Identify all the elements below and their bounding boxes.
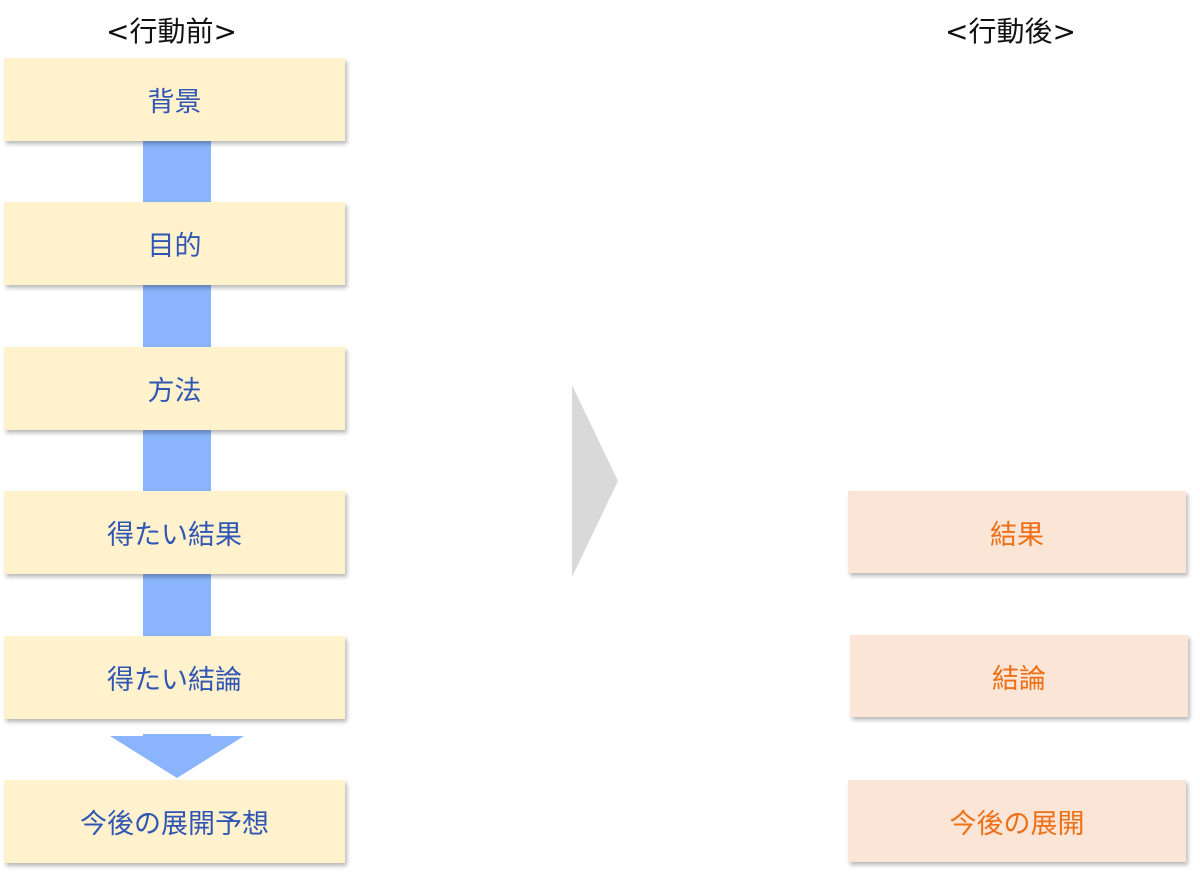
before-step-expected-result: 得たい結果 — [4, 491, 345, 574]
before-step-expected-conclusion: 得たい結論 — [4, 636, 345, 719]
flow-connector — [143, 574, 211, 636]
heading-before: <行動前> — [106, 15, 237, 48]
before-step-method: 方法 — [4, 347, 345, 430]
down-arrow-icon — [110, 734, 244, 778]
after-step-future-development: 今後の展開 — [848, 780, 1186, 862]
heading-after: <行動後> — [945, 15, 1076, 48]
flow-connector — [143, 285, 211, 347]
flow-connector — [143, 140, 211, 202]
chevron-right-icon — [572, 385, 618, 577]
after-step-conclusion: 結論 — [850, 635, 1188, 717]
after-step-result: 結果 — [848, 491, 1186, 573]
before-step-future-forecast: 今後の展開予想 — [4, 780, 345, 863]
flow-connector — [143, 430, 211, 492]
before-step-background: 背景 — [4, 58, 345, 141]
before-step-purpose: 目的 — [4, 202, 345, 285]
